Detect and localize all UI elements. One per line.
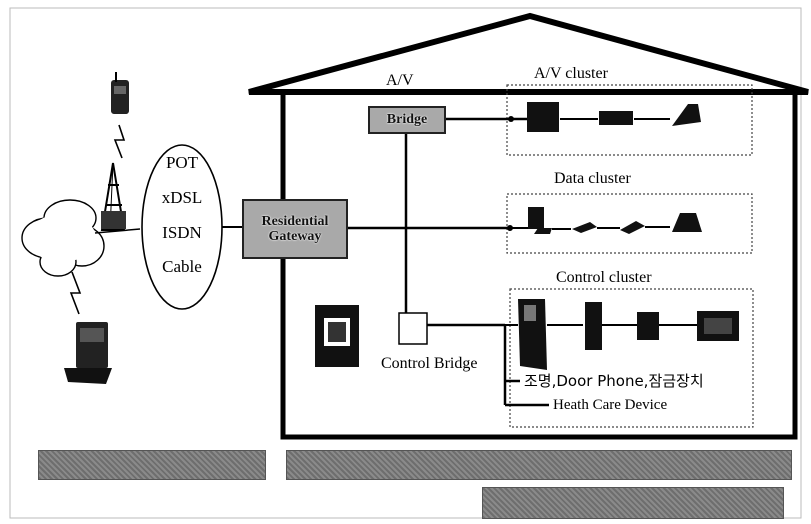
av-cluster-title: A/V cluster (534, 66, 608, 82)
control-devices-text: 조명,Door Phone,잠금장치 (524, 374, 704, 389)
wireless-link-icon-2 (71, 272, 80, 314)
desktop-icon (528, 207, 544, 229)
av-devices (527, 102, 701, 132)
overlay-item-isdn: ISDN (152, 224, 212, 241)
cell-phone-icon (111, 72, 129, 114)
tv-icon (527, 102, 559, 132)
sensor-icon (637, 312, 659, 340)
phone-icon (572, 222, 597, 233)
av-bridge-node: Bridge (368, 106, 446, 134)
house-roof (249, 16, 808, 92)
av-bridge-label: Bridge (387, 112, 427, 127)
av-bridge-title: A/V (386, 73, 414, 89)
printer-icon (620, 221, 645, 234)
av-device-icon (672, 104, 701, 126)
control-bridge-label: Control Bridge (381, 356, 477, 372)
redacted-bar-left (38, 450, 266, 480)
health-device-text: Heath Care Device (553, 398, 667, 413)
vcr-icon (599, 111, 633, 125)
residential-gateway-label: Residential Gateway (244, 214, 346, 245)
residential-gateway-node: Residential Gateway (242, 199, 348, 259)
redacted-bar-middle (286, 450, 792, 480)
wireless-link-icon (115, 125, 124, 158)
laptop-icon (672, 213, 702, 232)
control-bridge-box (399, 313, 427, 344)
overlay-item-cable: Cable (152, 258, 212, 275)
intercom-icon (585, 302, 602, 350)
data-cluster-title: Data cluster (554, 171, 631, 187)
remote-computer-icon (64, 322, 112, 384)
data-devices (528, 207, 702, 234)
control-devices (518, 299, 739, 370)
control-cluster-title: Control cluster (556, 270, 652, 286)
overlay-item-pot: POT (152, 154, 212, 171)
redacted-bar-bottom (482, 487, 784, 519)
cell-tower-icon (101, 163, 126, 230)
wall-controller-icon (315, 305, 359, 367)
overlay-item-xdsl: xDSL (152, 189, 212, 206)
